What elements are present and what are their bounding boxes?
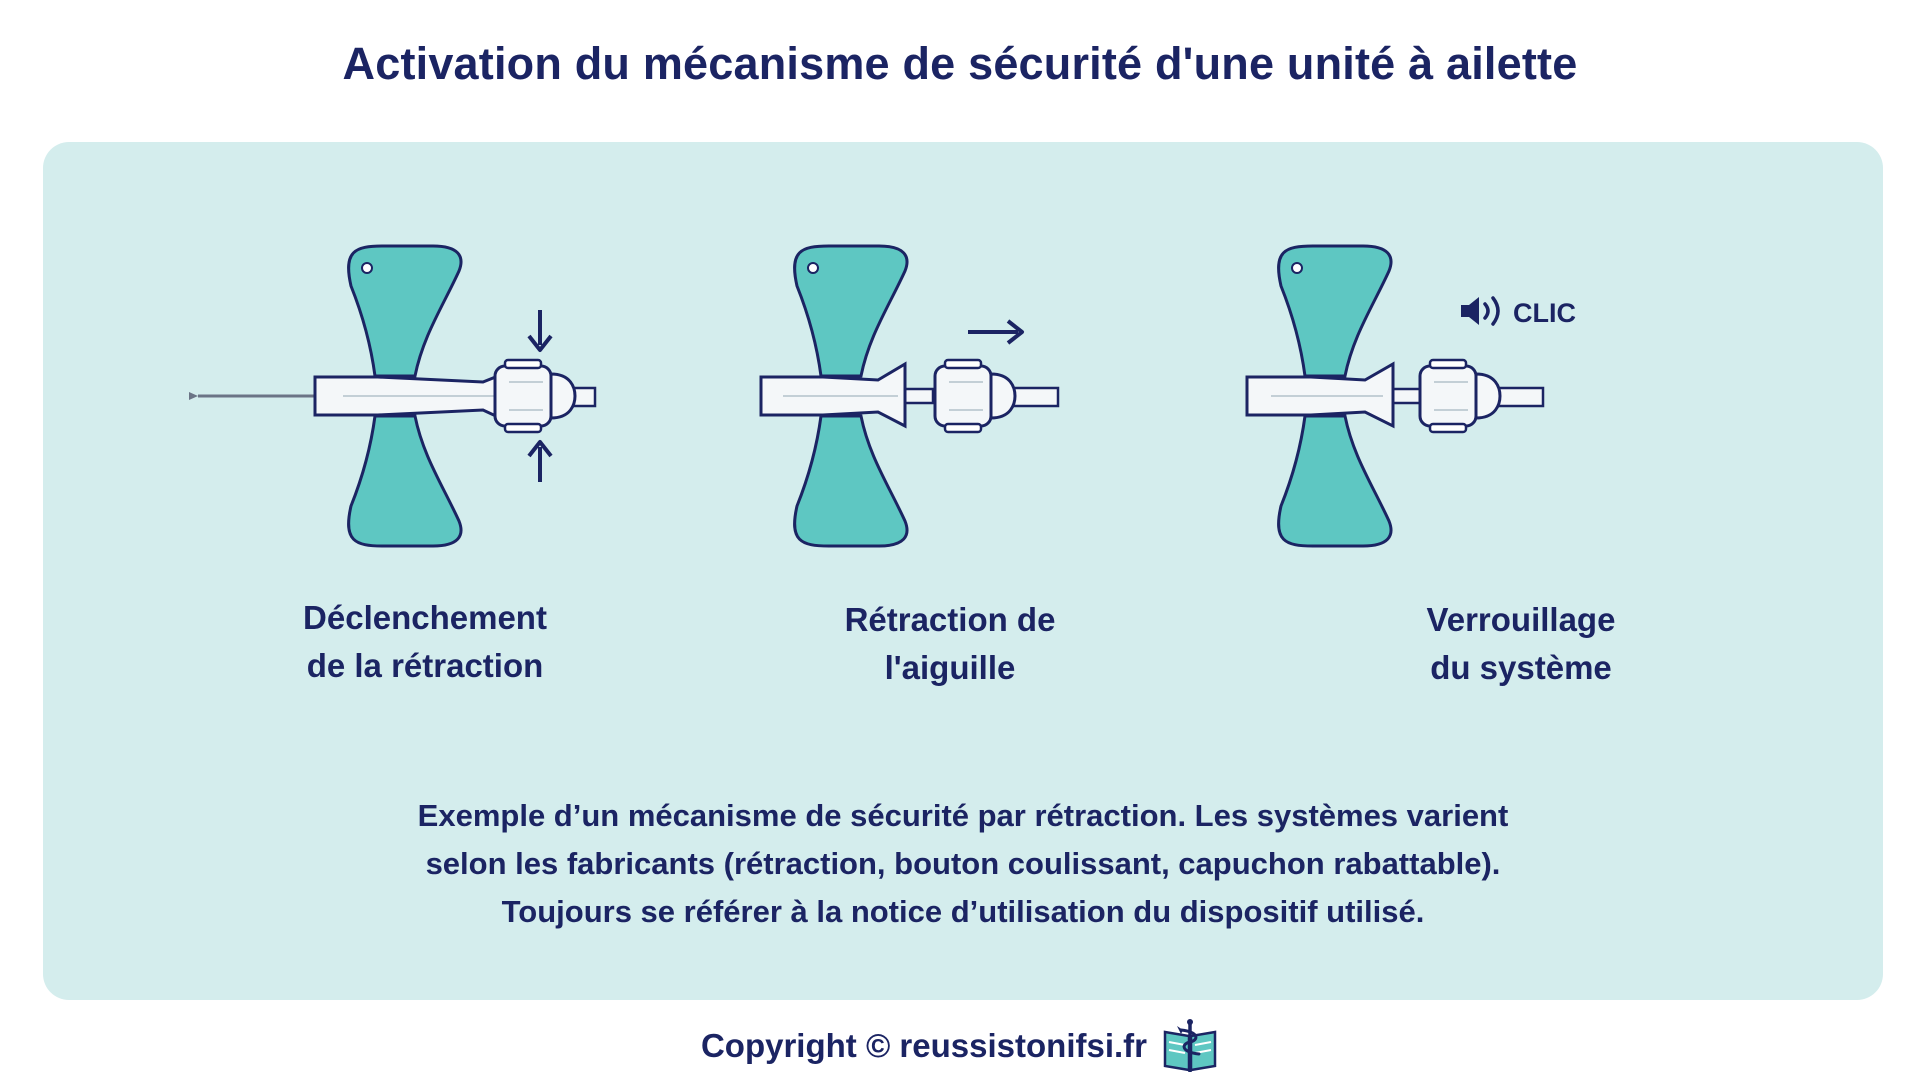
steps-illustration: CLIC: [189, 244, 1576, 548]
retract-arrow-icon: [968, 319, 1024, 345]
step-label-line: l'aiguille: [884, 649, 1016, 686]
note-line: Toujours se référer à la notice d’utilis…: [501, 894, 1425, 929]
footer: Copyright © reussistonifsi.fr: [0, 1018, 1920, 1074]
note-line: Exemple d’un mécanisme de sécurité par r…: [417, 798, 1509, 833]
diagram-panel: CLIC Déclenchement de la rétraction Rétr…: [43, 142, 1883, 1000]
page-title: Activation du mécanisme de sécurité d'un…: [342, 38, 1578, 89]
speaker-icon: [1461, 296, 1500, 326]
note-text: Exemple d’un mécanisme de sécurité par r…: [43, 792, 1883, 936]
hub: [493, 358, 577, 434]
press-down-arrow-icon: [527, 310, 553, 352]
step-label-1: Déclenchement de la rétraction: [215, 594, 635, 690]
step-3-illustration: CLIC: [1245, 244, 1576, 548]
step-label-line: Verrouillage: [1426, 601, 1616, 638]
sound-label: CLIC: [1513, 298, 1576, 328]
step-2-illustration: [759, 244, 1060, 548]
copyright-text: Copyright © reussistonifsi.fr: [700, 1027, 1148, 1064]
hub: [1418, 358, 1502, 434]
note-line: selon les fabricants (rétraction, bouton…: [425, 846, 1501, 881]
hub: [933, 358, 1017, 434]
step-label-line: du système: [1430, 649, 1612, 686]
step-label-line: de la rétraction: [306, 647, 544, 684]
book-caduceus-icon: [1161, 1018, 1219, 1074]
step-1-illustration: [189, 244, 597, 548]
step-label-3: Verrouillage du système: [1311, 596, 1731, 692]
step-label-2: Rétraction de l'aiguille: [740, 596, 1160, 692]
step-label-line: Déclenchement: [303, 599, 547, 636]
step-label-line: Rétraction de: [844, 601, 1056, 638]
press-up-arrow-icon: [527, 440, 553, 482]
